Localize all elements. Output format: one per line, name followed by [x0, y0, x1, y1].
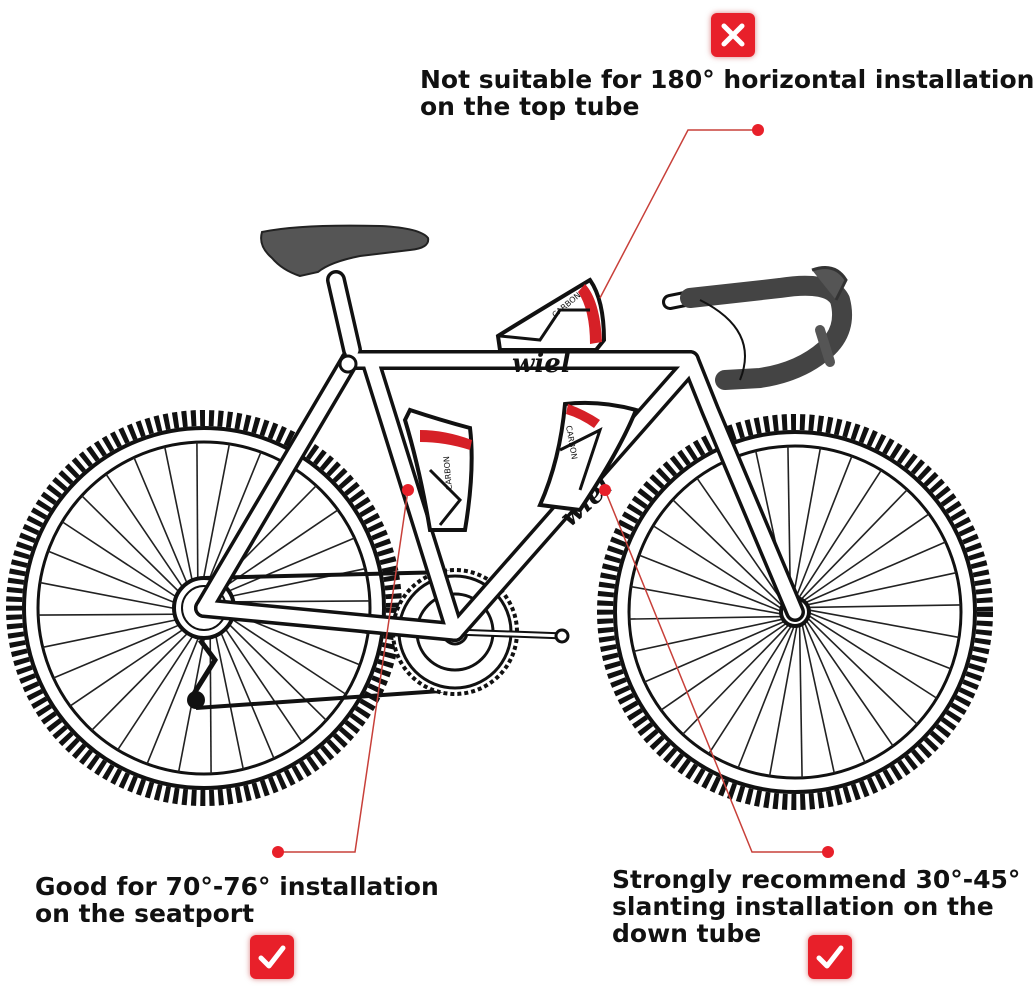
spoke [660, 621, 789, 711]
caption-top-tube: Not suitable for 180° horizontal install… [420, 66, 1034, 120]
check-icon [808, 935, 852, 979]
spoke [146, 623, 205, 765]
spoke [794, 455, 853, 601]
spoke [806, 611, 952, 670]
caption-down-tube: Strongly recommend 30°-45° slanting inst… [612, 866, 1020, 947]
check-icon [250, 935, 294, 979]
spoke [214, 619, 275, 759]
chain [195, 570, 456, 710]
spoke [804, 571, 957, 607]
brand-text-top-tube: wiel [512, 349, 571, 379]
spoke [800, 621, 836, 774]
spoke [91, 622, 199, 731]
spoke [218, 600, 370, 603]
caption-seatpost-line1: Good for 70°-76° installation [35, 872, 439, 901]
leader-lines [278, 129, 828, 853]
spoke [708, 623, 794, 755]
spoke [47, 550, 189, 609]
spoke [105, 473, 192, 600]
spoke [806, 613, 938, 699]
cage-label-seat: CARBON [442, 456, 454, 491]
spoke [81, 495, 190, 603]
spoke [737, 623, 796, 769]
marker-seat-caption [272, 846, 284, 858]
bottle-cage-top-tube: CARBON [495, 277, 607, 352]
spoke [638, 554, 784, 613]
spoke [801, 513, 930, 603]
spoke [696, 477, 786, 606]
spoke [163, 446, 196, 595]
spoke [798, 623, 803, 778]
spoke [212, 509, 339, 596]
spoke [791, 447, 822, 601]
spoke [215, 537, 355, 598]
spoke [804, 618, 894, 747]
spoke [133, 457, 194, 597]
spoke [209, 622, 212, 774]
spoke [803, 541, 946, 605]
bicycle-illustration: wiel wiel CARBON CARBON CARBON [6, 124, 993, 858]
spoke [61, 521, 189, 606]
marker-seat-tube [402, 484, 414, 496]
caption-down-tube-line1: Strongly recommend 30°-45° [612, 865, 1021, 894]
caption-top-tube-line1: Not suitable for 180° horizontal install… [420, 65, 1034, 94]
spoke [652, 525, 784, 611]
spoke [216, 616, 303, 743]
caption-seatpost: Good for 70°-76° installation on the sea… [35, 873, 439, 927]
spoke [629, 615, 784, 620]
spoke [196, 442, 199, 594]
bottle-cage-down-tube: CARBON [537, 400, 639, 513]
caption-down-tube-line3: down tube [612, 919, 762, 948]
spoke [644, 619, 787, 683]
spoke [203, 451, 262, 593]
spoke [212, 621, 245, 770]
bottle-cage-seat-tube: CARBON [402, 407, 474, 532]
marker-down-caption [822, 846, 834, 858]
spoke [218, 613, 327, 721]
marker-top-tube [752, 124, 764, 136]
spoke [630, 585, 784, 616]
spoke [799, 489, 908, 602]
marker-down-tube [599, 484, 611, 496]
spoke [38, 613, 190, 616]
spoke [768, 623, 799, 777]
spoke [802, 620, 866, 763]
spoke [796, 469, 882, 601]
spoke [200, 443, 231, 593]
caption-down-tube-line2: slanting installation on the [612, 892, 994, 921]
bicycle-frame [194, 270, 805, 642]
cross-icon [711, 13, 755, 57]
caption-top-tube-line2: on the top tube [420, 92, 640, 121]
marker-dots [272, 124, 834, 858]
handlebar [662, 266, 853, 390]
spoke [69, 620, 196, 707]
spoke [219, 610, 347, 695]
spoke [633, 617, 786, 653]
caption-seatpost-line2: on the seatport [35, 899, 255, 928]
spoke [806, 608, 960, 639]
spoke [117, 623, 202, 751]
spoke [53, 618, 193, 679]
saddle [260, 224, 430, 278]
spoke [39, 581, 189, 612]
spoke [42, 616, 191, 649]
spoke [805, 616, 918, 725]
spoke [806, 604, 961, 609]
spoke [672, 499, 785, 608]
spoke [682, 622, 791, 735]
